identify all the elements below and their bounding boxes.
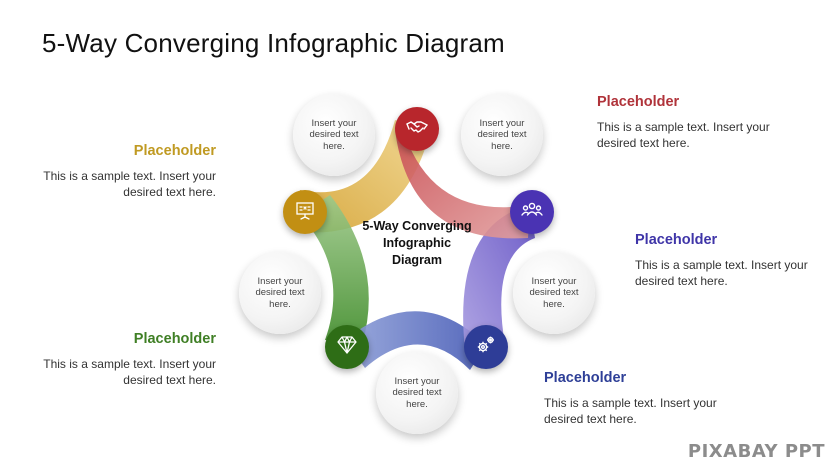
team-icon (520, 198, 544, 227)
handshake-icon (405, 115, 429, 144)
text-bubble-right: Insert your desired text here. (513, 252, 595, 334)
callout-green-heading: Placeholder (133, 331, 216, 347)
callout-red-heading: Placeholder (597, 94, 680, 110)
callout-red: Placeholder This is a sample text. Inser… (597, 94, 787, 151)
text-bubble-top-left: Insert your desired text here. (293, 94, 375, 176)
badge-purple (510, 190, 554, 234)
badge-red (395, 107, 439, 151)
callout-green-body: This is a sample text. Insert your desir… (43, 357, 216, 387)
callout-green: Placeholder This is a sample text. Inser… (26, 331, 216, 388)
callout-purple-body: This is a sample text. Insert your desir… (635, 258, 808, 288)
callout-navy: Placeholder This is a sample text. Inser… (544, 370, 734, 427)
callout-navy-body: This is a sample text. Insert your desir… (544, 396, 717, 426)
callout-purple: Placeholder This is a sample text. Inser… (635, 232, 825, 289)
gears-icon (474, 333, 498, 362)
arm-red (395, 130, 530, 239)
callout-purple-heading: Placeholder (635, 232, 718, 248)
badge-navy (464, 325, 508, 369)
callout-gold-heading: Placeholder (133, 143, 216, 159)
arm-purple (463, 205, 535, 350)
slide-title: 5-Way Converging Infographic Diagram (42, 28, 505, 58)
badge-gold (283, 190, 327, 234)
center-label: 5-Way Converging Infographic Diagram (362, 219, 472, 267)
watermark-logo: PIXABAY PPT (687, 441, 825, 462)
presentation-board-icon (293, 198, 317, 227)
diamond-icon (335, 333, 359, 362)
arm-navy (345, 311, 486, 370)
arm-green (300, 195, 369, 345)
badge-green (325, 325, 369, 369)
callout-gold: Placeholder This is a sample text. Inser… (26, 143, 216, 200)
callout-red-body: This is a sample text. Insert your desir… (597, 120, 770, 150)
text-bubble-top-right: Insert your desired text here. (461, 94, 543, 176)
text-bubble-left: Insert your desired text here. (239, 252, 321, 334)
callout-gold-body: This is a sample text. Insert your desir… (43, 169, 216, 199)
callout-navy-heading: Placeholder (544, 370, 627, 386)
text-bubble-bottom: Insert your desired text here. (376, 352, 458, 434)
